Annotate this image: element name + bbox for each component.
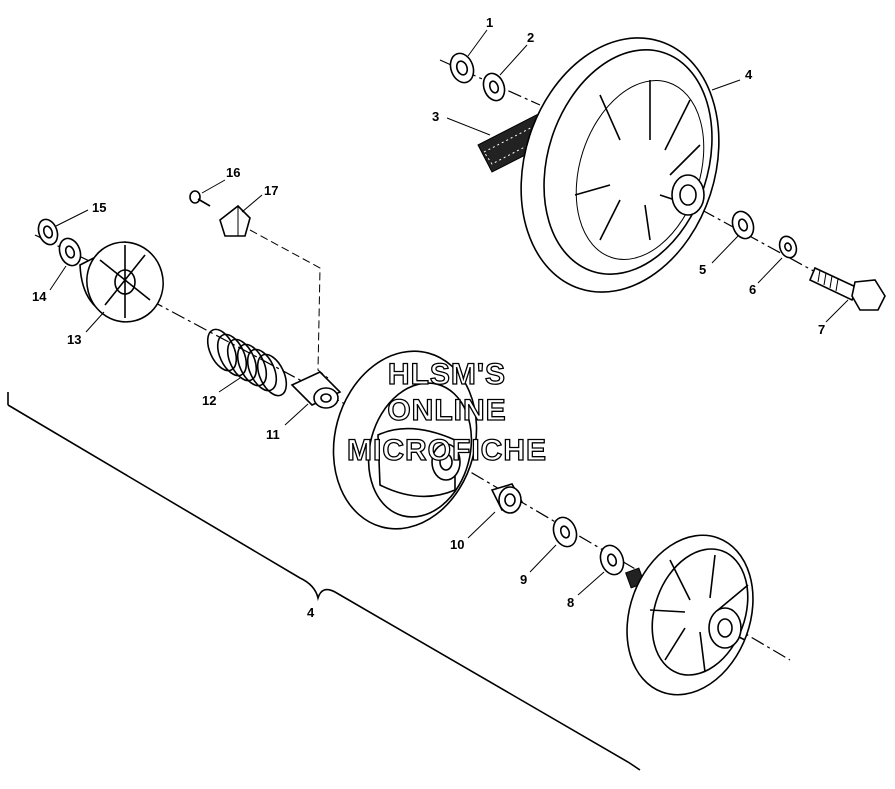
callout-11: 11 (266, 427, 280, 442)
callout-numbers: 1 2 3 4 5 6 7 8 9 10 11 12 13 14 15 16 1… (32, 15, 825, 620)
callout-3: 3 (432, 109, 439, 124)
callout-5: 5 (699, 262, 706, 277)
callout-15: 15 (92, 200, 106, 215)
assembly-bracket (7, 392, 641, 771)
part-1-nut (449, 52, 475, 84)
callout-9: 9 (520, 572, 527, 587)
part-8-washer (599, 544, 625, 576)
part-6-washer (778, 235, 798, 259)
callout-17: 17 (264, 183, 278, 198)
part-14-washer (58, 237, 82, 267)
part-11-bushing (290, 371, 342, 409)
part-4-driven-sheave (520, 37, 720, 293)
callout-4-top: 4 (745, 67, 753, 82)
watermark-line-2: ONLINE (387, 394, 506, 427)
part-9-washer (552, 516, 578, 548)
part-2-washer (482, 72, 506, 102)
part-10-bearing (490, 483, 524, 514)
part-17-slider (219, 204, 251, 237)
callout-10: 10 (450, 537, 464, 552)
leader-lines (49, 29, 849, 596)
part-15-retaining-ring (37, 218, 59, 246)
callout-2: 2 (527, 30, 534, 45)
callout-8: 8 (567, 595, 574, 610)
lower-sheave (625, 534, 754, 696)
part-12-spring (206, 328, 288, 397)
part-5-washer (731, 210, 755, 240)
callout-1: 1 (486, 15, 493, 30)
callout-13: 13 (67, 332, 81, 347)
part-16-screw (189, 190, 211, 207)
part-7-bolt (808, 266, 886, 311)
watermark-line-3: MICROFICHE (347, 434, 547, 467)
callout-16: 16 (226, 165, 240, 180)
callout-14: 14 (32, 289, 47, 304)
callout-12: 12 (202, 393, 216, 408)
part-13-cam (79, 241, 164, 323)
callout-7: 7 (818, 322, 825, 337)
watermark: HLSM'S ONLINE MICROFICHE (346, 357, 547, 467)
watermark-line-1: HLSM'S (388, 358, 506, 391)
callout-4-bracket: 4 (307, 605, 315, 620)
callout-6: 6 (749, 282, 756, 297)
driven-pulley-hub (332, 350, 478, 530)
